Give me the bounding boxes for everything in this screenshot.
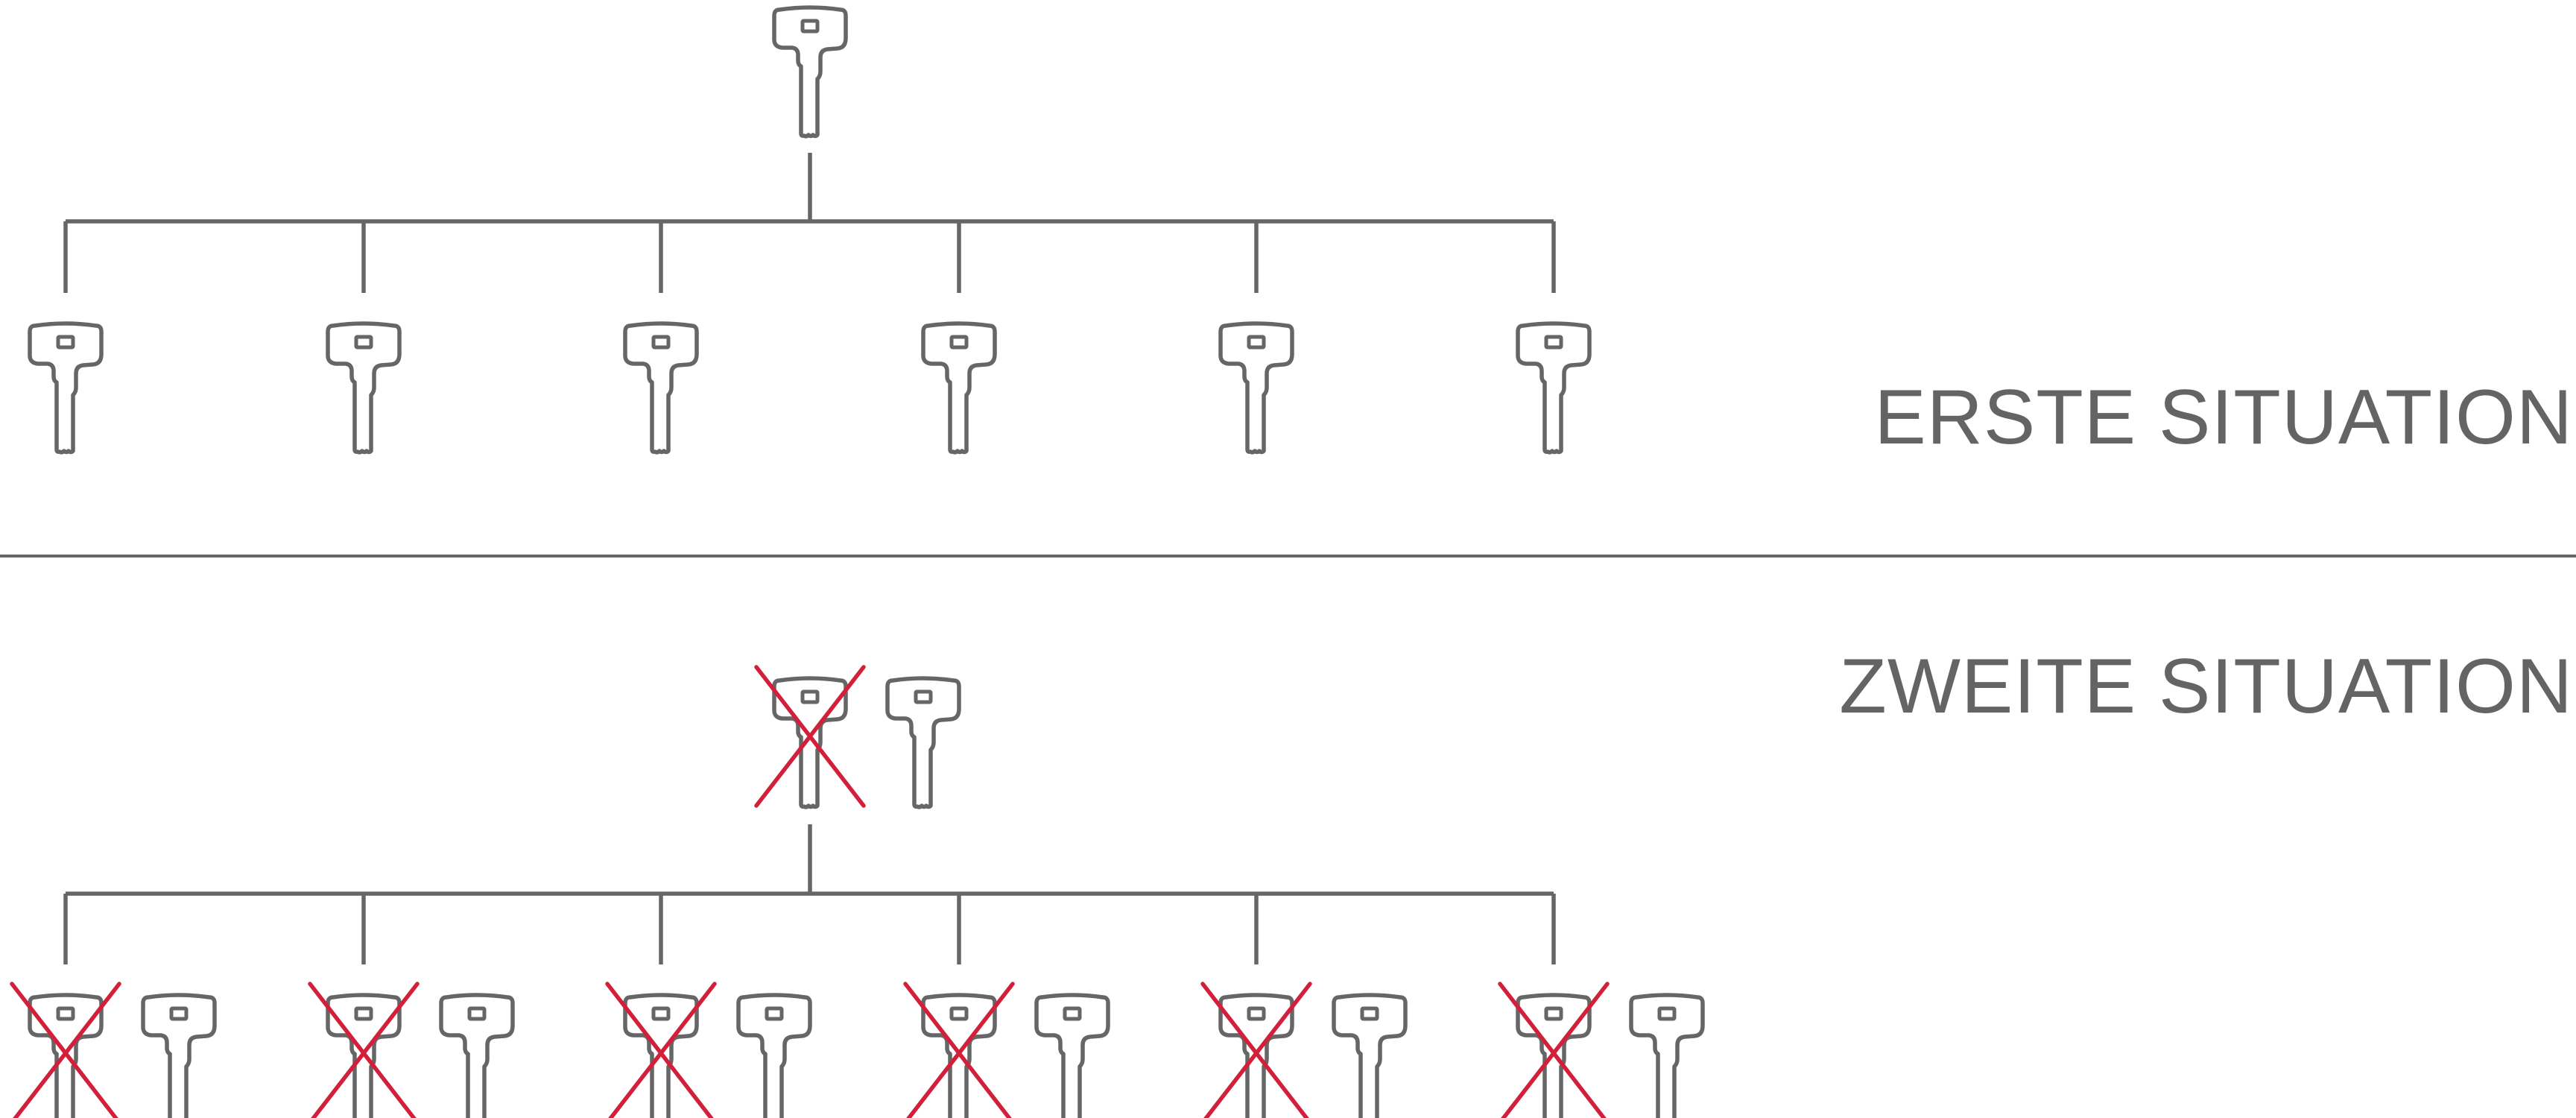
sub-key — [1631, 995, 1703, 1118]
first-situation-keys — [30, 7, 1589, 452]
key-icon — [1221, 323, 1292, 452]
second-situation-keys — [10, 665, 1703, 1118]
cross-out-icon — [1498, 982, 1610, 1118]
sub-key-crossed — [1498, 982, 1610, 1118]
key-icon — [1518, 995, 1589, 1118]
key-icon — [30, 995, 101, 1118]
cross-out-icon — [308, 982, 420, 1118]
sub-key — [923, 323, 995, 452]
second-situation-label: ZWEITE SITUATION — [1839, 643, 2573, 730]
cross-out-icon — [754, 665, 866, 808]
sub-key — [441, 995, 513, 1118]
key-icon — [30, 323, 101, 452]
key-icon — [1334, 995, 1405, 1118]
sub-key — [1334, 995, 1405, 1118]
cross-out-icon — [1200, 982, 1312, 1118]
sub-key — [1221, 323, 1292, 452]
sub-key-crossed — [308, 982, 420, 1118]
key-icon — [738, 995, 810, 1118]
sub-key-crossed — [903, 982, 1015, 1118]
cross-stroke — [1203, 982, 1312, 1118]
key-icon — [1518, 323, 1589, 452]
key-icon — [328, 323, 399, 452]
key-icon — [887, 678, 959, 807]
key-icon — [441, 995, 513, 1118]
first-situation-tree — [63, 153, 1556, 293]
key-icon — [774, 7, 846, 136]
sub-key — [328, 323, 399, 452]
sub-key-crossed — [10, 982, 121, 1118]
sub-key-crossed — [1200, 982, 1312, 1118]
sub-key — [625, 323, 697, 452]
cross-stroke — [311, 982, 420, 1118]
sub-key — [1037, 995, 1108, 1118]
key-icon — [1631, 995, 1703, 1118]
sub-key-crossed — [605, 982, 717, 1118]
cross-stroke — [754, 665, 866, 808]
master-key — [774, 7, 846, 136]
key-icon — [625, 995, 697, 1118]
cross-stroke — [906, 982, 1015, 1118]
sub-key — [738, 995, 810, 1118]
cross-stroke — [13, 982, 121, 1118]
master-key-crossed — [754, 665, 866, 808]
cross-stroke — [1501, 982, 1610, 1118]
key-icon — [1221, 995, 1292, 1118]
key-icon — [625, 323, 697, 452]
sub-key — [30, 323, 101, 452]
cross-out-icon — [10, 982, 121, 1118]
key-icon — [143, 995, 215, 1118]
cross-out-icon — [903, 982, 1015, 1118]
key-icon — [923, 323, 995, 452]
key-icon — [1037, 995, 1108, 1118]
sub-key — [1518, 323, 1589, 452]
sub-key — [143, 995, 215, 1118]
key-icon — [328, 995, 399, 1118]
key-icon — [923, 995, 995, 1118]
cross-out-icon — [605, 982, 717, 1118]
master-key — [887, 678, 959, 807]
cross-stroke — [608, 982, 717, 1118]
second-situation-tree — [63, 824, 1556, 964]
key-icon — [774, 678, 846, 807]
first-situation-label: ERSTE SITUATION — [1874, 374, 2573, 461]
